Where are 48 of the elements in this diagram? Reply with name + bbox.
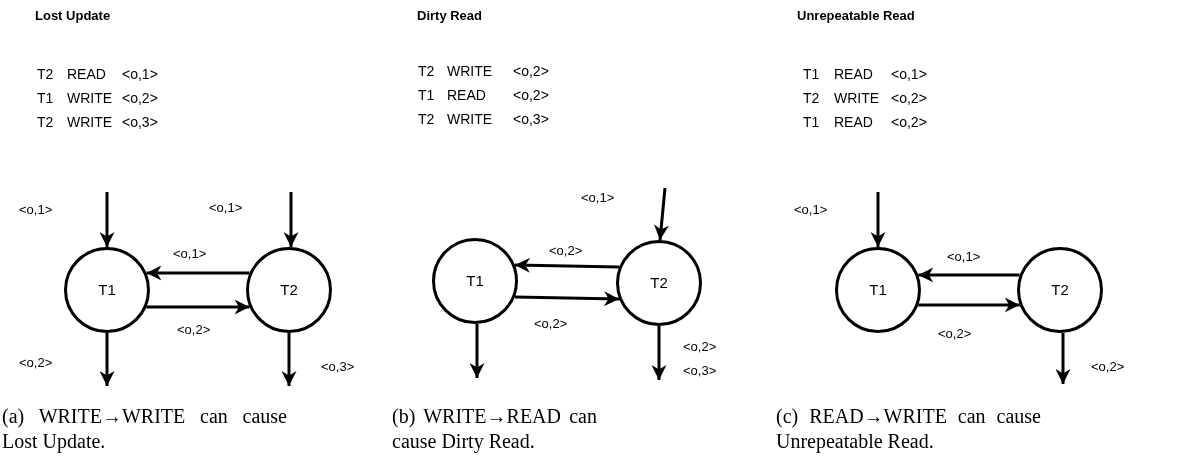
transaction-id: T1: [37, 89, 54, 108]
object-version: <o,2>: [513, 86, 549, 105]
node-label: T2: [280, 279, 298, 300]
object-version: <o,2>: [891, 89, 927, 108]
object-version: <o,2>: [891, 113, 927, 132]
operation-name: WRITE: [447, 110, 493, 129]
operation-name: READ: [834, 65, 873, 84]
panel-title: Unrepeatable Read: [797, 7, 915, 25]
transaction-id: T2: [803, 89, 820, 108]
arrow: [99, 333, 115, 386]
operation-name: READ: [447, 86, 486, 105]
operation-name: WRITE: [834, 89, 880, 108]
arrow: [651, 326, 667, 380]
operation-name: WRITE: [447, 62, 493, 81]
subfigure-caption: (c) READ→WRITE can cause Unrepeatable Read.: [776, 404, 1041, 454]
transaction-id: T2: [37, 65, 54, 84]
arrow: [281, 333, 297, 386]
arrow: [653, 187, 669, 241]
operation-name: READ: [834, 113, 873, 132]
object-version: <o,3>: [122, 113, 158, 132]
panel-title: Dirty Read: [417, 7, 483, 25]
subfigure-caption: (b) WRITE→READ can cause Dirty Read.: [392, 404, 597, 454]
node-label: T1: [98, 279, 116, 300]
transaction-id: T1: [418, 86, 435, 105]
operation-name: READ: [67, 65, 106, 84]
transaction-id: T1: [803, 65, 820, 84]
object-version: <o,1>: [891, 65, 927, 84]
panel-title: Lost Update: [35, 7, 111, 25]
node-label: T2: [650, 272, 668, 293]
operation-name: WRITE: [67, 113, 113, 132]
transaction-id: T2: [37, 113, 54, 132]
object-version: <o,3>: [513, 110, 549, 129]
arrow: [99, 192, 115, 247]
operation-name: WRITE: [67, 89, 113, 108]
arrow: [1055, 332, 1071, 384]
arrow: [870, 192, 886, 247]
transaction-id: T2: [418, 62, 435, 81]
node-label: T2: [1051, 279, 1069, 300]
arrow: [469, 323, 485, 378]
object-version: <o,2>: [122, 89, 158, 108]
transaction-id: T1: [803, 113, 820, 132]
object-version: <o,1>: [122, 65, 158, 84]
node-label: T1: [466, 270, 484, 291]
subfigure-caption: (a) WRITE→WRITE can cause Lost Update.: [2, 404, 287, 454]
node-label: T1: [869, 279, 887, 300]
arrow: [283, 192, 299, 248]
object-version: <o,2>: [513, 62, 549, 81]
transaction-id: T2: [418, 110, 435, 129]
